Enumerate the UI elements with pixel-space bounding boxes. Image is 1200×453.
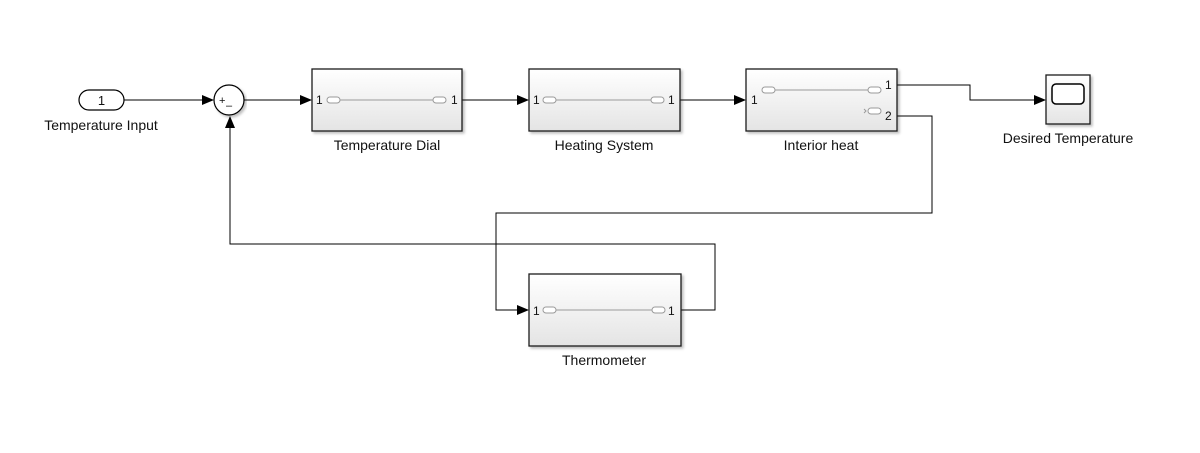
heating-system-block[interactable]: 1 1 — [528, 68, 681, 132]
subsystem-wire-icon — [761, 86, 882, 115]
heating-in-port: 1 — [533, 93, 540, 107]
temperature-input-label: Temperature Input — [44, 117, 158, 133]
thermometer-out-port: 1 — [668, 304, 675, 318]
sum-minus-sign: – — [226, 100, 233, 112]
subsystem-wire-icon — [542, 306, 666, 314]
interior-heat-block[interactable]: 1 1 2 — [745, 68, 898, 132]
thermometer-block[interactable]: 1 1 — [528, 273, 682, 347]
interior-heat-label: Interior heat — [783, 137, 859, 153]
line-interior-to-scope[interactable] — [897, 84, 1046, 105]
line-interior-to-thermometer[interactable] — [495, 115, 933, 315]
subsystem-wire-icon — [542, 96, 665, 104]
subsystem-wire-icon — [326, 96, 447, 104]
heating-out-port: 1 — [668, 93, 675, 107]
line-thermometer-feedback[interactable] — [225, 116, 716, 311]
temperature-input-inport[interactable]: 1 — [78, 89, 125, 111]
interior-in-port: 1 — [751, 93, 758, 107]
temperature-dial-block[interactable]: 1 1 — [311, 68, 463, 132]
sum-block[interactable]: + – — [213, 84, 245, 116]
heating-system-label: Heating System — [554, 137, 654, 153]
desired-temperature-label: Desired Temperature — [1002, 130, 1134, 146]
signal-lines — [124, 84, 1046, 315]
dial-in-port: 1 — [316, 93, 323, 107]
inport-number: 1 — [98, 93, 105, 108]
interior-out-port-2: 2 — [885, 109, 892, 123]
desired-temperature-scope[interactable] — [1045, 74, 1091, 125]
sum-plus-sign: + — [219, 95, 225, 107]
temperature-dial-label: Temperature Dial — [333, 137, 441, 153]
dial-out-port: 1 — [451, 93, 458, 107]
scope-icon — [1051, 83, 1085, 105]
interior-out-port-1: 1 — [885, 78, 892, 92]
thermometer-label: Thermometer — [561, 352, 647, 368]
thermometer-in-port: 1 — [533, 304, 540, 318]
